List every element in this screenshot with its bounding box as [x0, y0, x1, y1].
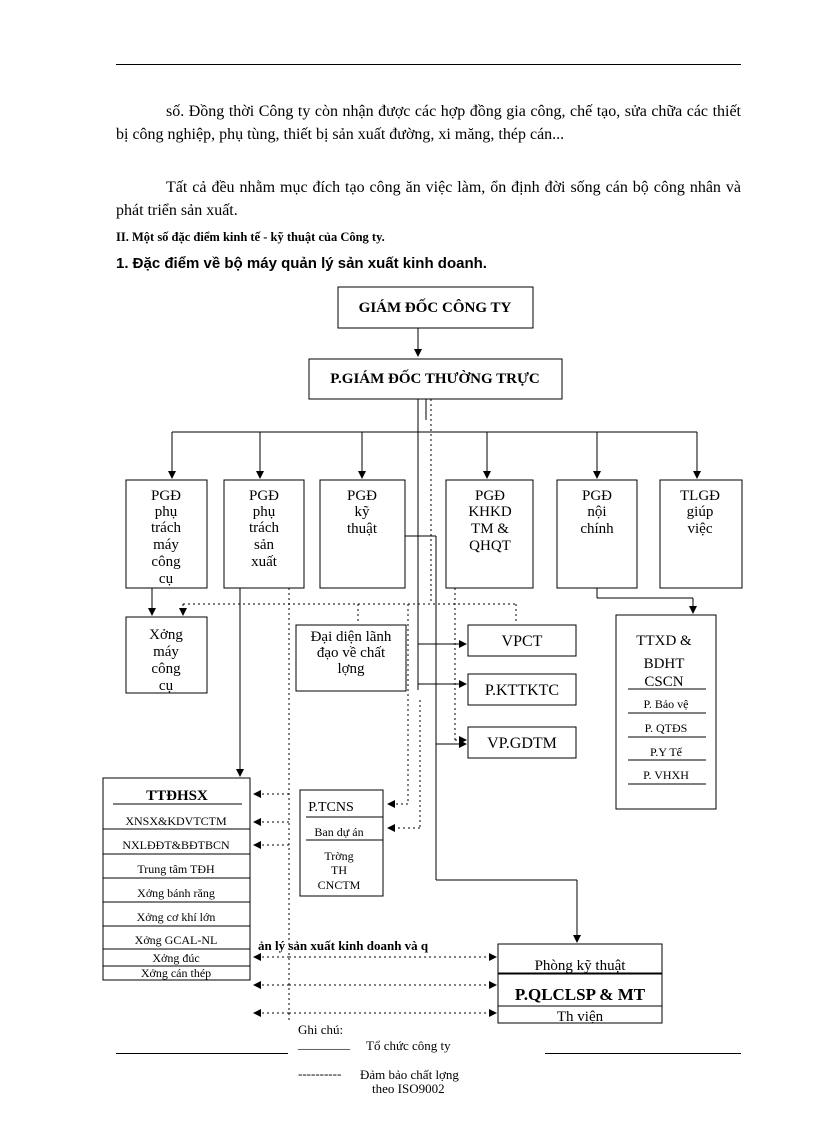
ban-du-an-label: Ban dự án: [314, 825, 363, 839]
ttdhsx-item: Trung tâm TĐH: [137, 862, 215, 876]
school-line: CNCTM: [318, 878, 361, 892]
legend-dashed-label-2: theo ISO9002: [372, 1081, 445, 1096]
ttdhsx-item: Xởng bánh răng: [137, 886, 215, 900]
quality-rep-box: [295, 624, 407, 692]
tcns-label: P.TCNS: [308, 800, 354, 815]
ttdhsx-item: Xởng GCAL-NL: [135, 933, 218, 947]
deputy-business-box: [445, 479, 534, 589]
deputy-business-line: TM &: [471, 521, 509, 537]
deputy-internal-line: PGĐ: [582, 488, 612, 504]
deputy-internal-line: nội: [587, 504, 606, 520]
ttxd-title-line: TTXD &: [636, 633, 692, 649]
deputy-technical-line: kỹ: [355, 504, 371, 520]
school-line: Trờng: [324, 849, 353, 863]
vpgdtm-box: [467, 726, 577, 759]
ttdhsx-item: Xởng cơ khí lớn: [137, 910, 216, 924]
ttxd-item: P. Bảo vệ: [644, 697, 689, 711]
deputy-production-line: sản: [254, 537, 274, 553]
kttktc-box: [467, 673, 577, 706]
vpct-box: [467, 624, 577, 657]
subsection-heading: 1. Đặc điểm về bộ máy quản lý sản xuất k…: [116, 255, 487, 272]
deputy-machine-tools-line: cụ: [159, 571, 174, 587]
ttdhsx-item: XNSX&KDVTCTM: [125, 814, 227, 828]
ttdhsx-item: Xởng cán thép: [141, 966, 211, 980]
legend-title: Ghi chú:: [298, 1022, 344, 1037]
legend-solid-label: Tổ chức công ty: [366, 1038, 451, 1053]
deputy-business-line: KHKD: [468, 504, 511, 520]
deputy-production-box: [223, 479, 305, 589]
legend-dashed-marker: ----------: [298, 1066, 342, 1081]
deputy-machine-tools-line: máy: [153, 537, 179, 553]
legend-dashed-label: Đảm bảo chất lợng: [360, 1067, 459, 1082]
deputy-technical-box: [319, 479, 406, 589]
library-label: Th viện: [557, 1009, 604, 1025]
ttxd-title-line: BDHT: [644, 656, 685, 672]
deputy-production-line: phụ: [253, 504, 276, 520]
deputy-production-line: PGĐ: [249, 488, 279, 504]
ttxd-item: P. QTĐS: [645, 721, 688, 735]
ttdhsx-box: [102, 777, 251, 981]
deputy-assistant-box: [659, 479, 743, 589]
machine-workshop-box: [125, 616, 208, 694]
ttxd-box: [615, 614, 717, 810]
kttktc-label: P.KTTKTC: [485, 682, 559, 699]
deputy-business-line: PGĐ: [475, 488, 505, 504]
legend-solid-marker: ________: [298, 1036, 350, 1051]
deputy-production-line: xuất: [251, 554, 278, 570]
footer-rule-right: [545, 1053, 741, 1054]
section-heading: II. Một số đặc điểm kinh tế - kỹ thuật c…: [116, 230, 385, 244]
body-paragraph-2: Tất cả đều nhằm mục đích tạo công ăn việ…: [116, 179, 741, 219]
deputy-technical-line: thuật: [347, 521, 378, 537]
deputy-machine-tools-line: phụ: [155, 504, 178, 520]
ttdhsx-item: Xởng đúc: [152, 951, 199, 965]
tech-room-label: Phòng kỹ thuật: [535, 958, 627, 974]
header-rule: [116, 64, 741, 65]
deputy-assistant-line: TLGĐ: [680, 488, 720, 504]
machine-workshop-line: Xởng: [149, 627, 183, 643]
director-box: [337, 286, 534, 329]
deputy-machine-tools-box: [125, 479, 208, 589]
deputy-machine-tools-line: công: [151, 554, 181, 570]
school-line: TH: [331, 863, 347, 877]
standing-deputy-box: [308, 358, 563, 400]
footer-rule-left: [116, 1053, 288, 1054]
deputy-machine-tools-line: PGĐ: [151, 488, 181, 504]
director-label: GIÁM ĐỐC CÔNG TY: [359, 298, 512, 316]
body-paragraph-1: số. Đồng thời Công ty còn nhận được các …: [116, 103, 741, 143]
ttxd-item: P.Y Tế: [650, 745, 683, 759]
ttdhsx-title: TTĐHSX: [146, 788, 208, 804]
tcns-box: [299, 789, 384, 897]
ttxd-title-line: CSCN: [644, 674, 683, 690]
quality-rep-line: đạo về chất: [317, 645, 386, 661]
overlapping-heading-fragment: ản lý sản xuất kinh doanh và q: [258, 938, 429, 953]
ttdhsx-item: NXLĐĐT&BĐTBCN: [122, 838, 230, 852]
deputy-production-line: trách: [249, 520, 279, 536]
machine-workshop-line: cụ: [159, 678, 174, 694]
deputy-business-line: QHQT: [469, 538, 511, 554]
ttxd-item: P. VHXH: [643, 768, 689, 782]
quality-rep-line: lợng: [337, 661, 365, 677]
qlclsp-label: P.QLCLSP & MT: [515, 985, 646, 1004]
deputy-internal-line: chính: [580, 521, 614, 537]
deputy-assistant-line: việc: [688, 521, 713, 537]
deputy-assistant-line: giúp: [687, 504, 714, 520]
deputy-machine-tools-line: trách: [151, 520, 181, 536]
standing-deputy-label: P.GIÁM ĐỐC THƯỜNG TRỰC: [330, 369, 539, 387]
machine-workshop-line: công: [151, 661, 181, 677]
machine-workshop-line: máy: [153, 644, 179, 660]
deputy-technical-line: PGĐ: [347, 488, 377, 504]
vpct-label: VPCT: [502, 633, 543, 650]
quality-rep-line: Đại diện lãnh: [311, 629, 392, 645]
vpgdtm-label: VP.GDTM: [487, 735, 557, 752]
